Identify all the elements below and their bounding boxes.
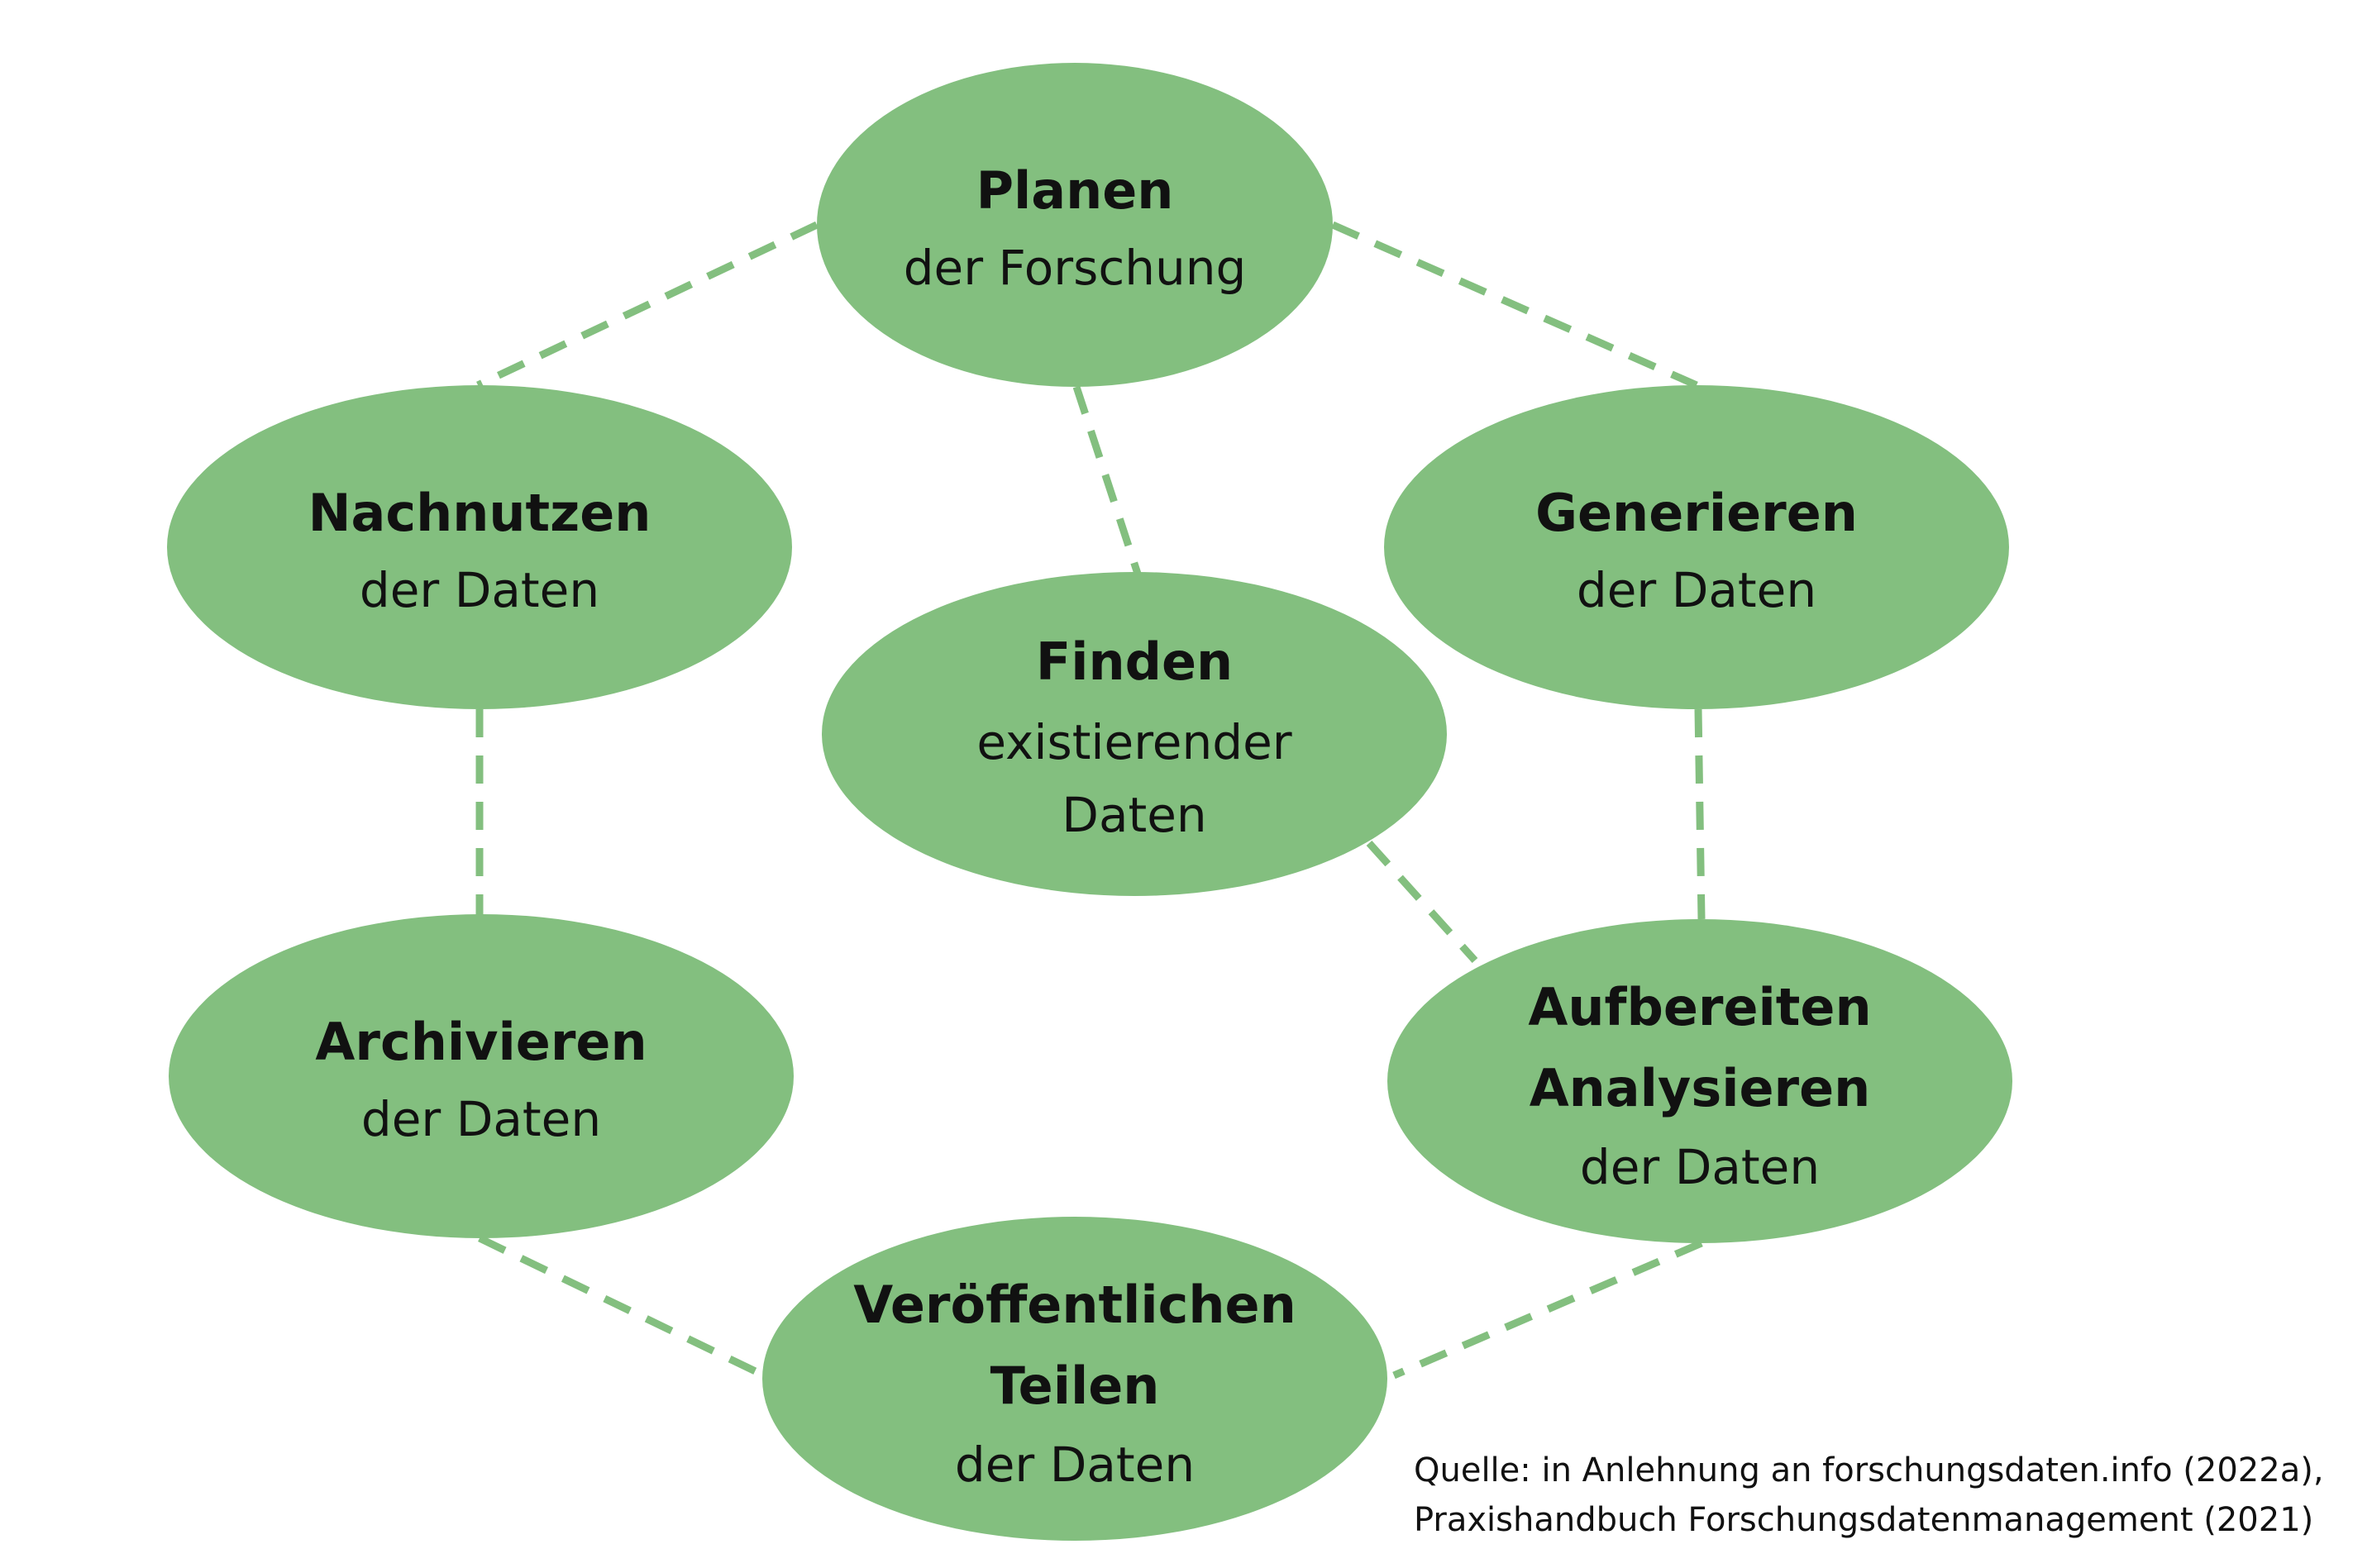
node-nachnutzen-title: Nachnutzen: [308, 483, 651, 543]
node-planen-subtitle: der Forschung: [904, 240, 1247, 296]
node-archivieren-title: Archivieren: [315, 1012, 647, 1072]
node-archivieren: Archivieren der Daten: [169, 914, 794, 1238]
node-aufbereiten: Aufbereiten Analysieren der Daten: [1387, 919, 2012, 1243]
node-finden: Finden existierender Daten: [822, 572, 1447, 896]
node-planen: Planen der Forschung: [817, 63, 1333, 387]
node-veroeffentlichen-ellipse: [762, 1217, 1387, 1541]
connector-planen-generieren: [1331, 221, 1698, 389]
connectors: [475, 221, 1706, 1380]
node-generieren-subtitle: der Daten: [1577, 562, 1816, 618]
node-aufbereiten-subtitle: der Daten: [1580, 1139, 1820, 1195]
connector-finden-aufbereiten: [1366, 840, 1478, 964]
node-finden-subtitle-2: Daten: [1062, 787, 1206, 843]
connector-generieren-aufbereiten: [1694, 708, 1706, 920]
node-nachnutzen: Nachnutzen der Daten: [167, 385, 792, 709]
source-line-2: Praxishandbuch Forschungsdatenmanagement…: [1414, 1501, 2313, 1539]
node-generieren-title: Generieren: [1535, 483, 1858, 543]
connector-aufbereiten-veroeffentlichen: [1392, 1239, 1703, 1380]
node-nachnutzen-subtitle: der Daten: [360, 562, 599, 618]
node-planen-ellipse: [817, 63, 1333, 387]
node-archivieren-subtitle: der Daten: [361, 1091, 601, 1147]
node-aufbereiten-title-1: Aufbereiten: [1528, 977, 1871, 1037]
node-finden-ellipse: [822, 572, 1447, 896]
node-aufbereiten-ellipse: [1387, 919, 2012, 1243]
node-veroeffentlichen-subtitle: der Daten: [955, 1437, 1195, 1493]
node-veroeffentlichen-title-2: Teilen: [990, 1356, 1160, 1416]
node-finden-subtitle-1: existierender: [976, 714, 1291, 770]
node-archivieren-ellipse: [169, 914, 794, 1238]
node-nachnutzen-ellipse: [167, 385, 792, 709]
node-generieren: Generieren der Daten: [1384, 385, 2009, 709]
node-veroeffentlichen-title-1: Veröffentlichen: [853, 1275, 1296, 1335]
connector-archivieren-veroeffentlichen: [478, 1234, 766, 1380]
connector-planen-nachnutzen: [476, 221, 819, 389]
node-generieren-ellipse: [1384, 385, 2009, 709]
node-finden-title: Finden: [1036, 631, 1233, 692]
source-note: Quelle: in Anlehnung an forschungsdaten.…: [1414, 1451, 2324, 1539]
node-veroeffentlichen: Veröffentlichen Teilen der Daten: [762, 1217, 1387, 1541]
connector-planen-finden: [1072, 385, 1142, 575]
source-line-1: Quelle: in Anlehnung an forschungsdaten.…: [1414, 1451, 2324, 1489]
node-aufbereiten-title-2: Analysieren: [1530, 1058, 1871, 1118]
node-planen-title: Planen: [976, 160, 1174, 221]
